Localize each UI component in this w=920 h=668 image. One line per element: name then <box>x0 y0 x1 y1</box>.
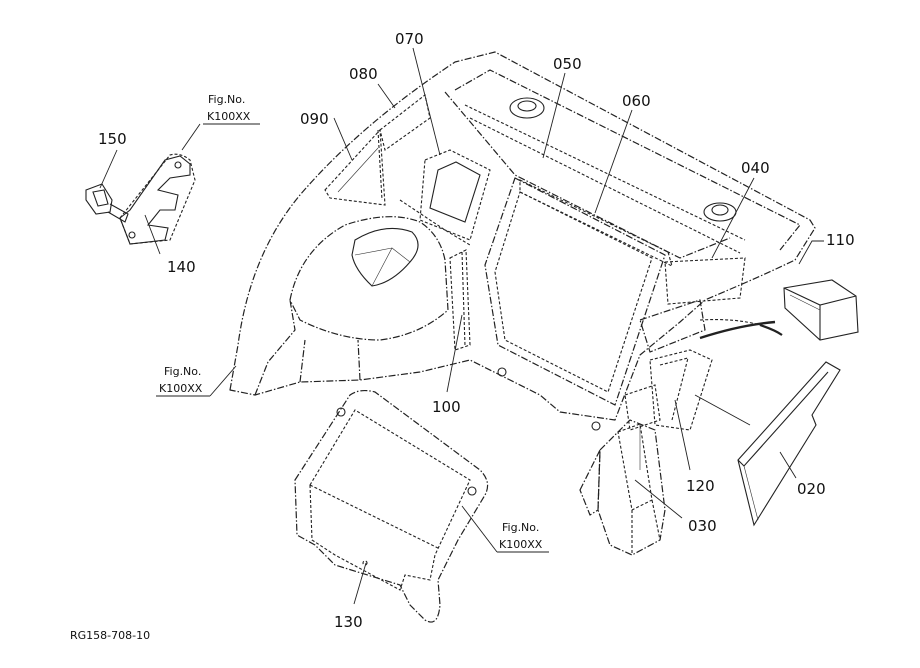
fig-ref-left: Fig.No. K100XX <box>159 365 203 395</box>
part-020-plate <box>694 361 841 527</box>
part-120-bracket <box>624 349 713 431</box>
callout-labels: 070 080 090 050 060 040 110 100 120 030 … <box>98 30 855 631</box>
callout-120: 120 <box>686 477 715 495</box>
callout-070: 070 <box>395 30 424 48</box>
fig-ref-label: Fig.No. <box>164 365 201 378</box>
callout-060: 060 <box>622 92 651 110</box>
fig-ref-label: Fig.No. <box>502 521 539 534</box>
part-110-bar <box>699 279 859 341</box>
fig-ref-value: K100XX <box>499 538 543 551</box>
main-panel <box>229 51 816 431</box>
callout-140: 140 <box>167 258 196 276</box>
drawing-code: RG158-708-10 <box>70 629 150 642</box>
part-130-cover <box>294 389 489 623</box>
callout-110: 110 <box>826 231 855 249</box>
callout-150: 150 <box>98 130 127 148</box>
part-030-column <box>579 419 666 556</box>
fig-ref-label: Fig.No. <box>208 93 245 106</box>
callout-130: 130 <box>334 613 363 631</box>
callout-040: 040 <box>741 159 770 177</box>
callout-030: 030 <box>688 517 717 535</box>
callout-080: 080 <box>349 65 378 83</box>
fig-ref-bottom: Fig.No. K100XX <box>499 521 543 551</box>
fig-ref-value: K100XX <box>207 110 251 123</box>
callout-020: 020 <box>797 480 826 498</box>
callout-050: 050 <box>553 55 582 73</box>
leader-lines <box>99 47 824 605</box>
fig-ref-value: K100XX <box>159 382 203 395</box>
callout-090: 090 <box>300 110 329 128</box>
fig-ref-top: Fig.No. K100XX <box>207 93 251 123</box>
callout-100: 100 <box>432 398 461 416</box>
part-140-clip <box>119 153 196 245</box>
